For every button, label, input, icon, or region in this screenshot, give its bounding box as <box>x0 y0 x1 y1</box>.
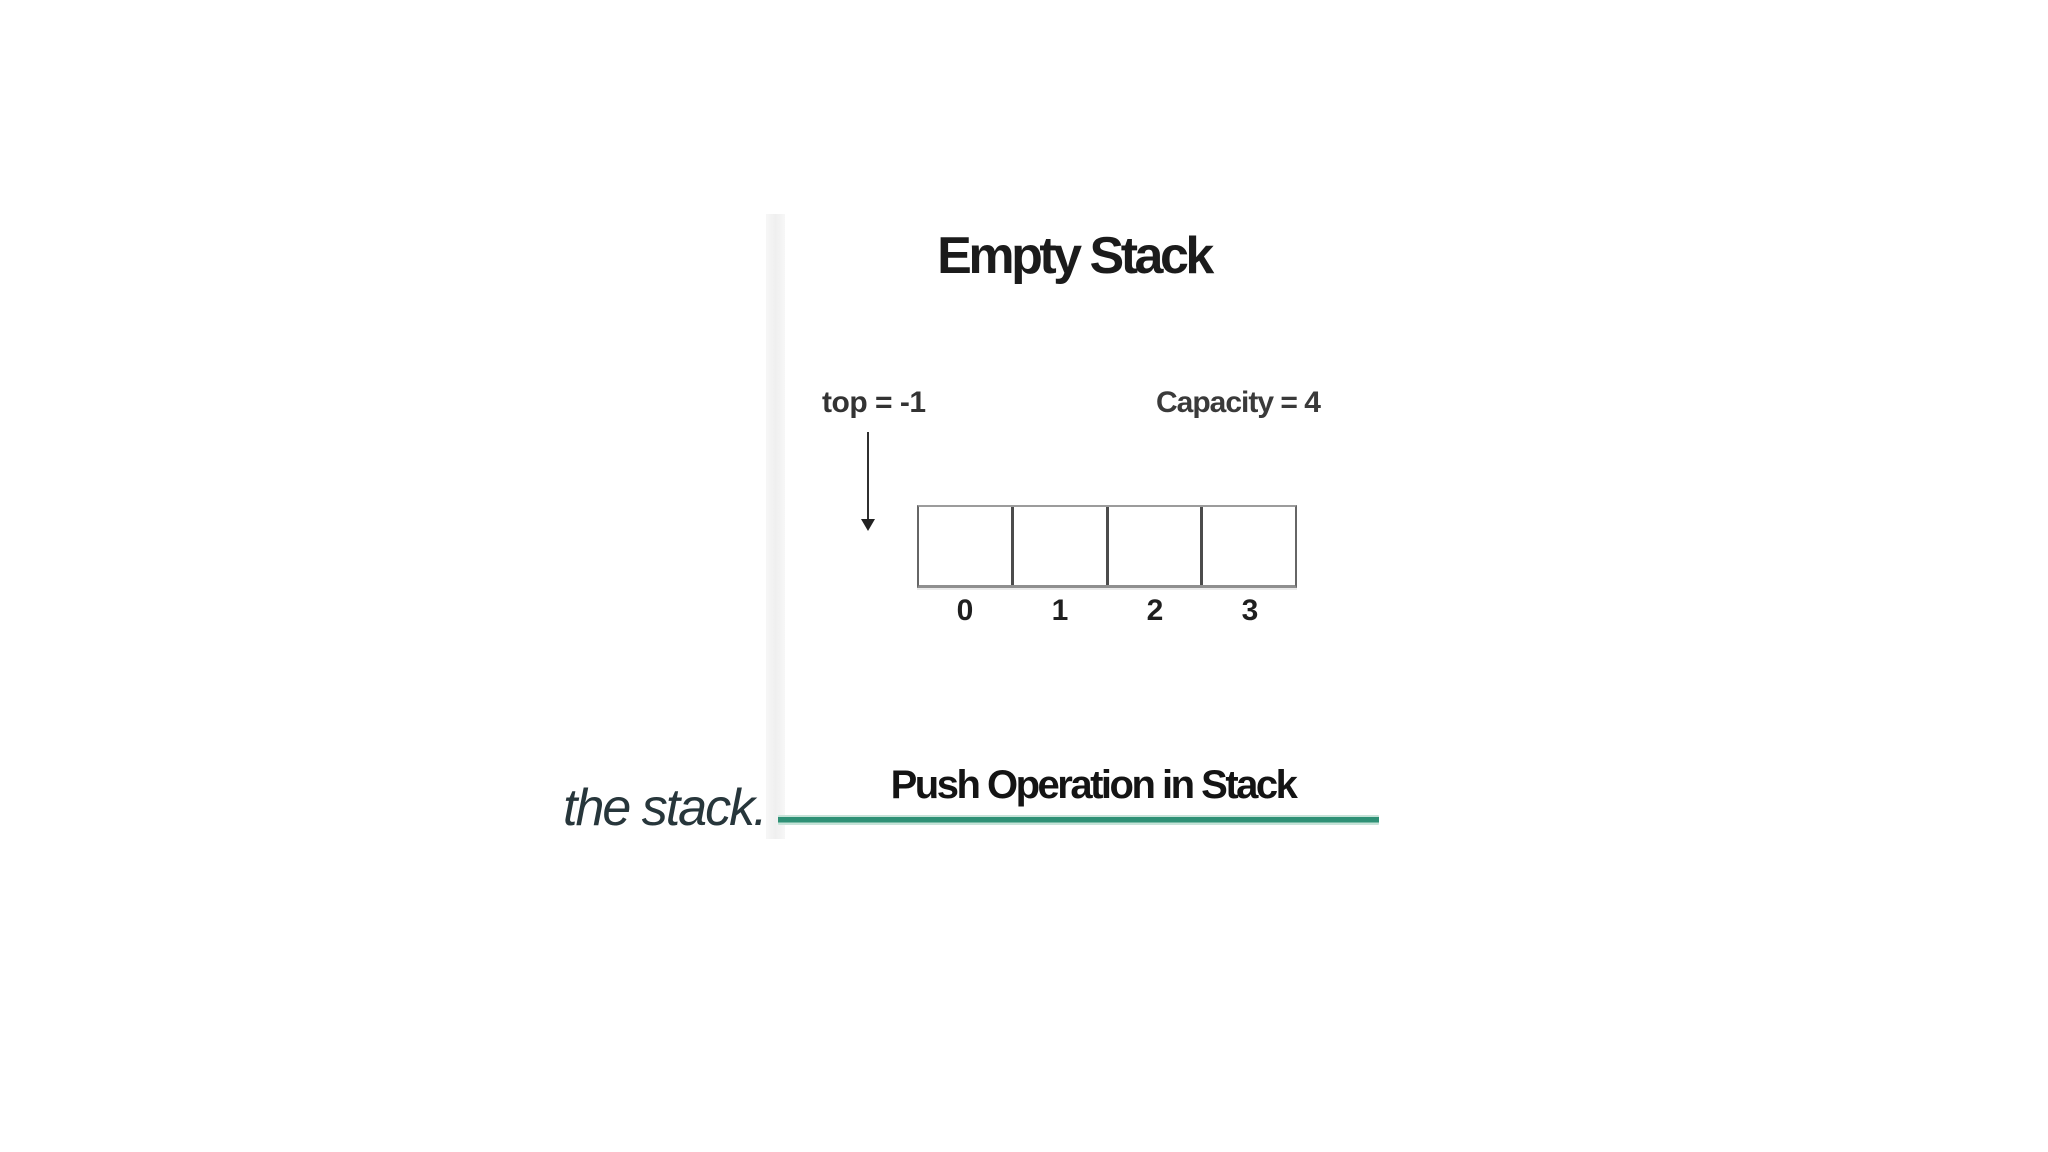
stack-cell-3 <box>1203 507 1295 585</box>
index-label-1: 1 <box>1051 594 1069 627</box>
stack-array <box>917 505 1297 588</box>
top-pointer-arrow-line <box>867 432 869 522</box>
heading-underline <box>778 815 1379 825</box>
diagram-title: Empty Stack <box>937 227 1214 285</box>
index-label-0: 0 <box>956 594 974 627</box>
slide-left-edge-divider <box>766 214 785 839</box>
stack-cell-0 <box>919 507 1014 585</box>
arrow-down-icon <box>861 519 875 531</box>
top-pointer-label: top = -1 <box>822 386 926 419</box>
stack-cell-2 <box>1109 507 1204 585</box>
capacity-label: Capacity = 4 <box>1156 386 1321 419</box>
stack-cell-1 <box>1014 507 1109 585</box>
index-label-3: 3 <box>1241 594 1259 627</box>
left-caption-text: the stack. <box>563 779 768 837</box>
index-row: 0 1 2 3 <box>917 594 1297 628</box>
next-section-heading: Push Operation in Stack <box>890 763 1298 807</box>
index-label-2: 2 <box>1146 594 1164 627</box>
